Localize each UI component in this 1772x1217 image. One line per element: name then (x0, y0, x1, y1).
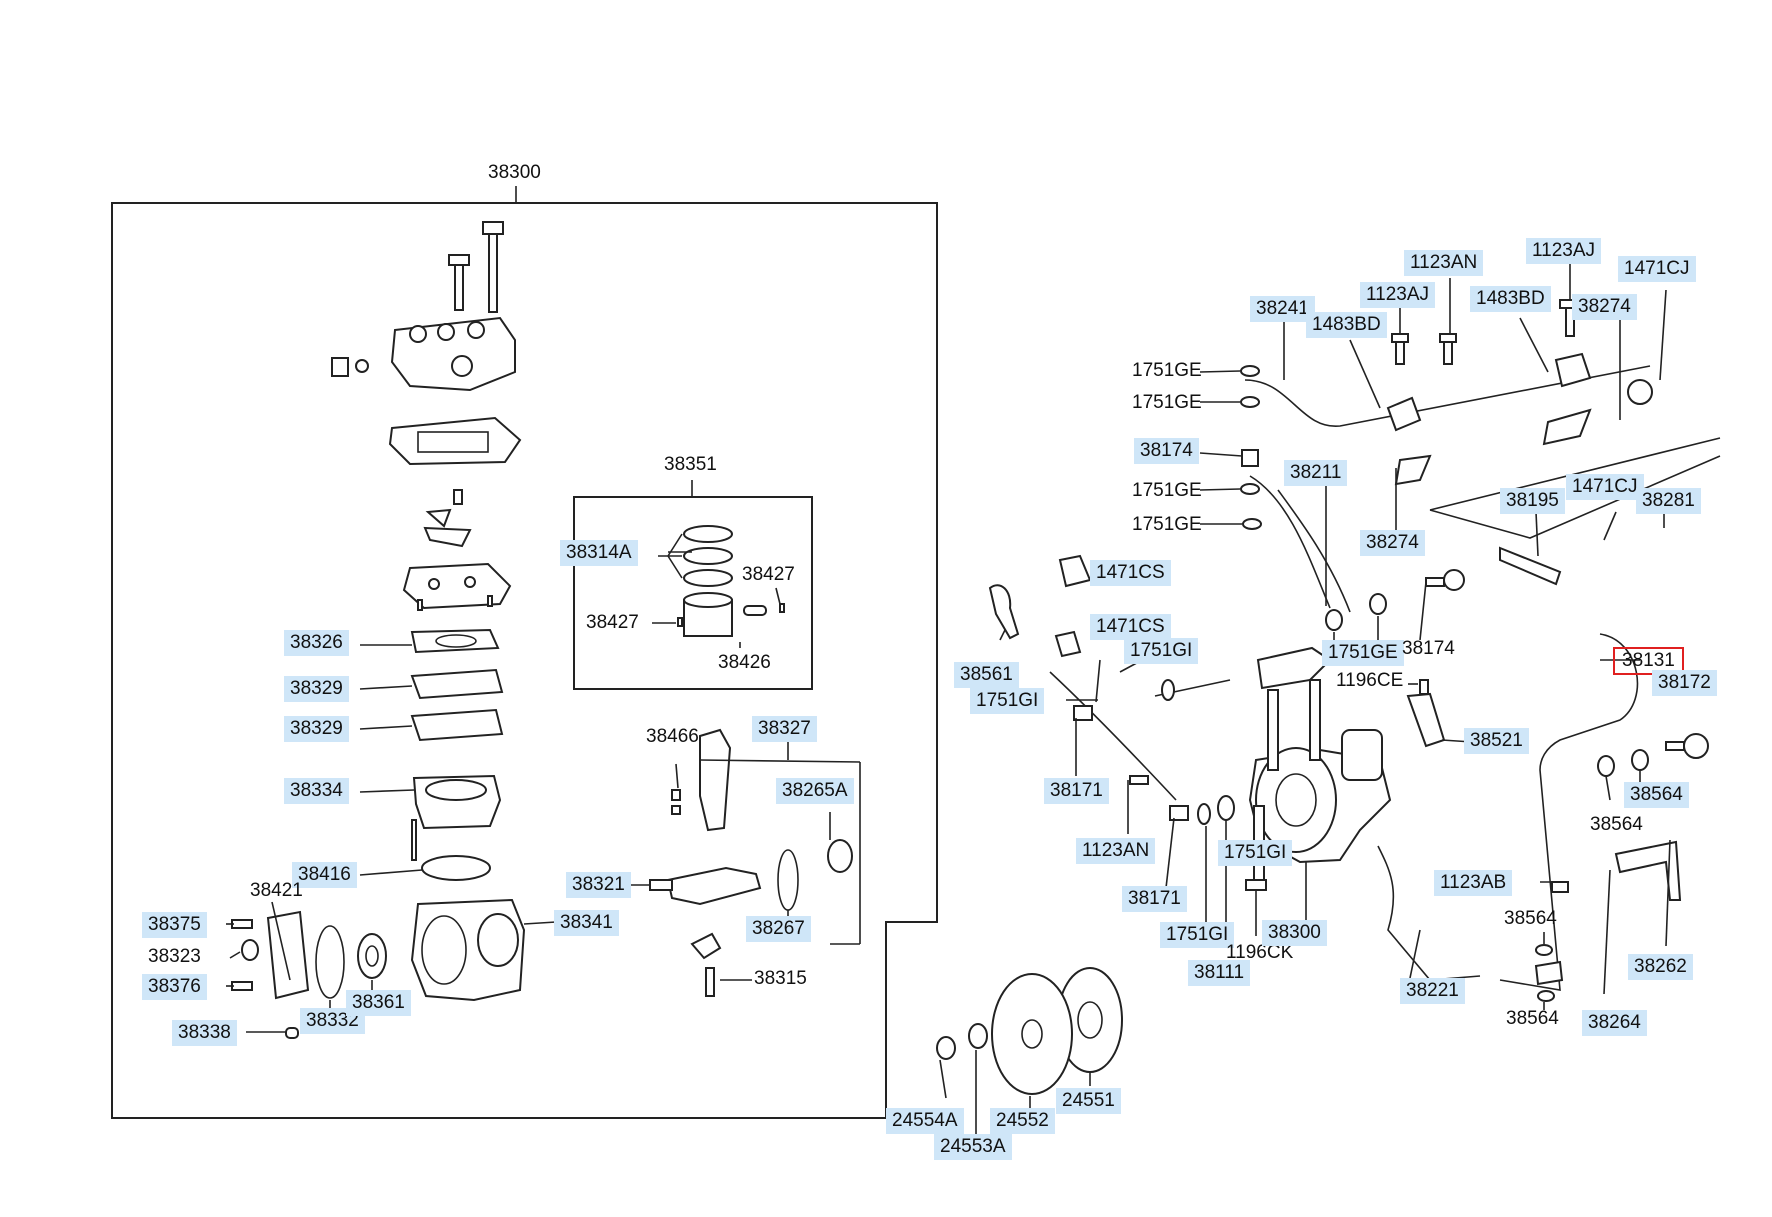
part-label-38131-selected[interactable]: 38131 (1613, 647, 1684, 675)
part-label-38315[interactable]: 38315 (754, 968, 807, 989)
part-label-38111[interactable]: 38111 (1188, 960, 1251, 986)
part-label-1483BD-left[interactable]: 1483BD (1306, 312, 1387, 338)
part-label-38375[interactable]: 38375 (142, 912, 207, 938)
part-label-1471CJ-upper[interactable]: 1471CJ (1618, 256, 1696, 282)
part-label-38281[interactable]: 38281 (1636, 488, 1701, 514)
part-label-38341[interactable]: 38341 (554, 910, 619, 936)
part-label-38564-lower[interactable]: 38564 (1504, 908, 1557, 929)
part-label-38274-lower[interactable]: 38274 (1360, 530, 1425, 556)
part-label-38327[interactable]: 38327 (752, 716, 817, 742)
part-label-38174-upper[interactable]: 38174 (1134, 438, 1199, 464)
part-label-1751GE-1[interactable]: 1751GE (1132, 360, 1202, 381)
connecting-rod (699, 728, 732, 832)
part-label-24552[interactable]: 24552 (990, 1108, 1055, 1134)
part-label-1751GI-left[interactable]: 1751GI (970, 688, 1045, 714)
part-label-1471CJ-lower[interactable]: 1471CJ (1566, 474, 1644, 500)
hose-38561 (988, 584, 1020, 640)
part-label-38314A[interactable]: 38314A (560, 540, 638, 566)
part-label-1751GE-3[interactable]: 1751GE (1132, 480, 1202, 501)
part-label-38171-lower[interactable]: 38171 (1122, 886, 1187, 912)
crankshaft (666, 866, 762, 906)
piston-kit-box (573, 496, 813, 690)
part-label-38564-right[interactable]: 38564 (1624, 782, 1689, 808)
part-label-38300-pump[interactable]: 38300 (1262, 920, 1327, 946)
part-label-38427-right[interactable]: 38427 (742, 564, 795, 585)
fuel-pipe-upper (1244, 365, 1651, 427)
part-label-38361[interactable]: 38361 (346, 990, 411, 1016)
part-label-38351[interactable]: 38351 (664, 454, 717, 475)
leader-lines (226, 262, 1671, 1138)
part-label-38338[interactable]: 38338 (172, 1020, 237, 1046)
part-label-38172[interactable]: 38172 (1652, 670, 1717, 696)
part-label-1123AB[interactable]: 1123AB (1434, 870, 1513, 896)
part-label-38300-assembly[interactable]: 38300 (488, 162, 541, 183)
part-label-38267[interactable]: 38267 (746, 916, 811, 942)
part-label-38274-upper[interactable]: 38274 (1572, 294, 1637, 320)
part-label-38326[interactable]: 38326 (284, 630, 349, 656)
part-label-38241[interactable]: 38241 (1250, 296, 1315, 322)
part-label-1123AN-lower[interactable]: 1123AN (1076, 838, 1156, 864)
part-label-38329-upper[interactable]: 38329 (284, 676, 349, 702)
part-label-38421[interactable]: 38421 (250, 880, 303, 901)
part-label-38564-mid[interactable]: 38564 (1590, 814, 1643, 835)
assembly-frame (111, 202, 938, 1119)
part-label-1751GI-upper[interactable]: 1751GI (1124, 638, 1199, 664)
end-plate (266, 910, 310, 1000)
part-label-38195[interactable]: 38195 (1500, 488, 1565, 514)
part-label-1196CE[interactable]: 1196CE (1336, 670, 1404, 691)
part-label-38416[interactable]: 38416 (292, 862, 357, 888)
part-label-38321[interactable]: 38321 (566, 872, 631, 898)
part-label-1196CK[interactable]: 1196CK (1226, 942, 1294, 963)
part-label-1123AN-top[interactable]: 1123AN (1404, 250, 1484, 276)
part-label-1751GI-lower[interactable]: 1751GI (1218, 840, 1293, 866)
part-label-1483BD-right[interactable]: 1483BD (1470, 286, 1551, 312)
part-label-38521[interactable]: 38521 (1464, 728, 1529, 754)
part-label-1751GE-5[interactable]: 1751GE (1322, 640, 1404, 666)
part-label-38211[interactable]: 38211 (1284, 460, 1348, 486)
part-label-38426[interactable]: 38426 (718, 652, 771, 673)
part-label-38334[interactable]: 38334 (284, 778, 349, 804)
part-label-38561[interactable]: 38561 (954, 662, 1019, 688)
valve-plate (402, 562, 512, 610)
drive-gear (936, 967, 1123, 1095)
part-label-24554A[interactable]: 24554A (886, 1108, 964, 1134)
part-label-38262[interactable]: 38262 (1628, 954, 1693, 980)
part-label-1123AJ-right[interactable]: 1123AJ (1526, 238, 1602, 264)
part-label-38171-upper[interactable]: 38171 (1044, 778, 1109, 804)
part-label-38427-left[interactable]: 38427 (586, 612, 639, 633)
part-label-38265A[interactable]: 38265A (776, 778, 854, 804)
part-label-1751GE-4[interactable]: 1751GE (1132, 514, 1202, 535)
cylinder-head (331, 316, 516, 392)
head-bolts (448, 221, 504, 313)
part-label-1123AJ-left[interactable]: 1123AJ (1360, 282, 1436, 308)
hose-38195 (1499, 546, 1562, 586)
part-label-1751GI-bottom[interactable]: 1751GI (1160, 922, 1235, 948)
part-label-38466[interactable]: 38466 (646, 726, 699, 747)
piston-rings (658, 525, 785, 637)
part-label-1471CS-lower[interactable]: 1471CS (1090, 614, 1171, 640)
part-label-38221[interactable]: 38221 (1400, 978, 1465, 1004)
part-label-1751GE-2[interactable]: 1751GE (1132, 392, 1202, 413)
head-gasket (388, 416, 522, 466)
part-label-38264[interactable]: 38264 (1582, 1010, 1647, 1036)
part-label-38329-lower[interactable]: 38329 (284, 716, 349, 742)
part-label-38323[interactable]: 38323 (148, 946, 201, 967)
part-label-38174-lower[interactable]: 38174 (1402, 638, 1455, 659)
part-label-1471CS-upper[interactable]: 1471CS (1090, 560, 1171, 586)
part-label-24551[interactable]: 24551 (1056, 1088, 1121, 1114)
part-label-38564-bottom[interactable]: 38564 (1506, 1008, 1559, 1029)
part-label-24553A[interactable]: 24553A (934, 1134, 1012, 1160)
part-label-38376[interactable]: 38376 (142, 974, 207, 1000)
